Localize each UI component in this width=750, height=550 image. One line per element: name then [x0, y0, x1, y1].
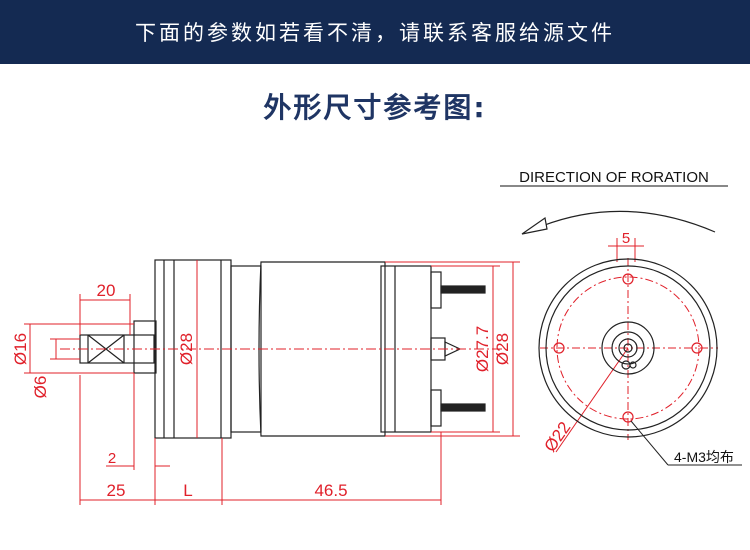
- dim-5: 5: [622, 230, 630, 247]
- dim-27-7: Ø27.7: [473, 326, 492, 372]
- terminal-top: [440, 285, 486, 294]
- dim-16: Ø16: [11, 333, 30, 365]
- mounting-holes: [553, 273, 703, 423]
- motor-can: [258, 261, 386, 437]
- terminal-bottom: [440, 403, 486, 412]
- top-banner: 下面的参数如若看不清，请联系客服给源文件: [0, 0, 750, 64]
- dim-2: 2: [108, 450, 116, 467]
- dim-L: L: [183, 481, 192, 500]
- end-face-outer: [538, 258, 718, 438]
- dim-28-motor: Ø28: [493, 333, 512, 365]
- dim-46-5: 46.5: [314, 481, 347, 500]
- dim-6: Ø6: [31, 376, 50, 399]
- holes-note: 4-M3均布: [674, 449, 734, 465]
- dim-22: Ø22: [540, 418, 574, 455]
- direction-label: DIRECTION OF RORATION: [519, 169, 709, 186]
- banner-text: 下面的参数如若看不清，请联系客服给源文件: [135, 21, 615, 45]
- dim-25: 25: [107, 481, 126, 500]
- shaft-boss: [133, 320, 157, 374]
- page-title: 外形尺寸参考图:: [263, 91, 487, 124]
- side-dimension-lines: [24, 260, 520, 505]
- dim-20: 20: [97, 281, 116, 300]
- end-view: DIRECTION OF RORATION: [500, 169, 742, 466]
- side-dimension-labels: 20 Ø16 Ø6 Ø28 Ø27.7 Ø28 2 25 L 46.5: [11, 281, 512, 500]
- dim-28-gearbox: Ø28: [177, 333, 196, 365]
